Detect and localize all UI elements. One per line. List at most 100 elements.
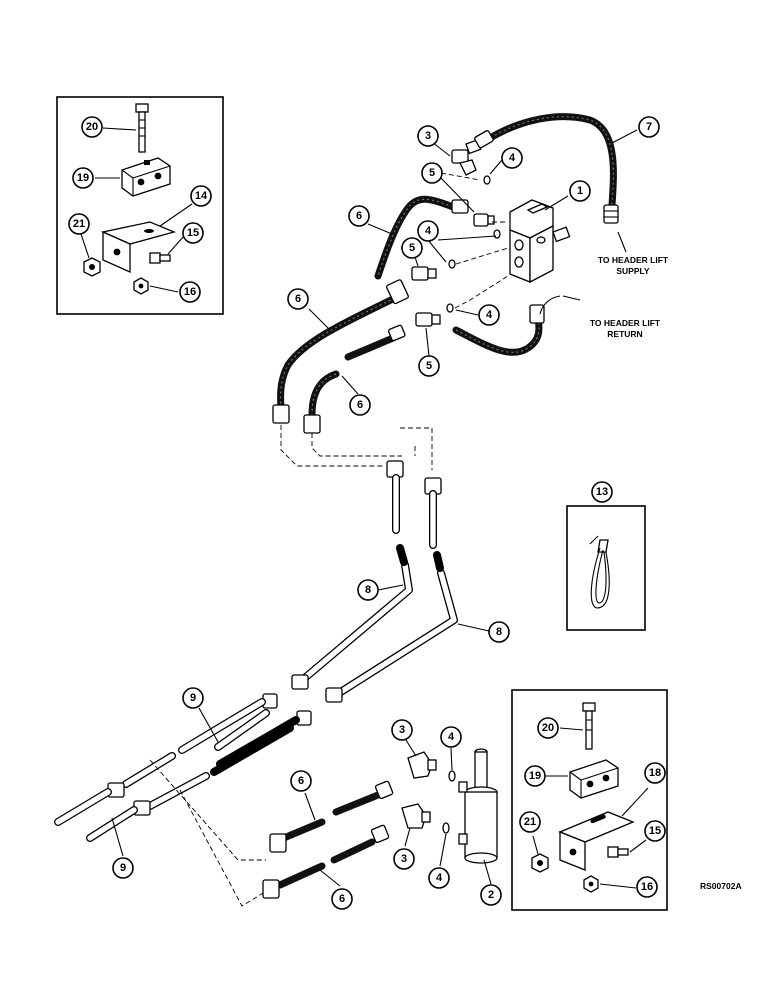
callout-16-top: 16 [179, 281, 201, 303]
leader-lines [111, 129, 638, 887]
callout-19-bottom: 19 [524, 765, 546, 787]
callout-14: 14 [190, 185, 212, 207]
hose-6-middle [272, 279, 409, 424]
svg-text:4: 4 [436, 872, 443, 884]
tie-strap-13 [589, 535, 610, 609]
svg-text:18: 18 [649, 767, 661, 779]
svg-text:5: 5 [426, 360, 432, 372]
callout-15-bottom: 15 [644, 820, 666, 842]
clamp-block-19-b [569, 759, 619, 799]
svg-text:6: 6 [357, 399, 363, 411]
svg-text:19: 19 [77, 172, 89, 184]
svg-text:8: 8 [496, 626, 502, 638]
svg-text:5: 5 [429, 167, 435, 179]
valve-assembly [272, 113, 619, 470]
bracket-18 [558, 811, 635, 871]
callout-18: 18 [644, 762, 666, 784]
svg-text:20: 20 [86, 121, 98, 133]
svg-text:15: 15 [187, 227, 199, 239]
reference-code: RS00702A [700, 881, 742, 891]
callout-3-lower-a: 3 [391, 719, 413, 741]
svg-text:7: 7 [646, 121, 652, 133]
svg-text:16: 16 [641, 881, 653, 893]
callout-5-b: 5 [401, 237, 423, 259]
callout-8-a: 8 [357, 579, 379, 601]
callout-4-d: 4 [440, 726, 462, 748]
callout-6-lower-b: 6 [331, 888, 353, 910]
callout-8-b: 8 [488, 621, 510, 643]
callout-3-lower-b: 3 [393, 848, 415, 870]
svg-text:6: 6 [339, 893, 345, 905]
callout-19-top: 19 [72, 167, 94, 189]
callout-13: 13 [591, 481, 613, 503]
o-ring-4-d [446, 303, 454, 313]
callout-20-bottom: 20 [537, 717, 559, 739]
return-note-line2: RETURN [607, 329, 642, 339]
svg-text:8: 8 [365, 584, 371, 596]
callout-7: 7 [638, 116, 660, 138]
screw-15-b [607, 846, 629, 858]
svg-text:6: 6 [356, 210, 362, 222]
supply-note-line1: TO HEADER LIFT [598, 255, 669, 265]
bracket-14 [100, 221, 176, 274]
svg-text:3: 3 [399, 724, 405, 736]
svg-text:5: 5 [409, 242, 415, 254]
fitting-5-c [415, 312, 441, 327]
svg-text:20: 20 [542, 722, 554, 734]
svg-text:1: 1 [577, 185, 583, 197]
locknut-16 [133, 277, 149, 295]
callout-16-bottom: 16 [636, 876, 658, 898]
steel-tubes-9 [54, 693, 312, 907]
callout-3-top: 3 [417, 125, 439, 147]
callout-4-a: 4 [501, 147, 523, 169]
o-ring-4-b [493, 229, 501, 239]
hose-6-short [303, 324, 406, 434]
elbow-fitting-3-top [451, 139, 482, 176]
svg-text:4: 4 [448, 731, 455, 743]
svg-text:21: 21 [73, 218, 85, 230]
svg-text:14: 14 [195, 190, 208, 202]
relief-valve-1 [509, 199, 571, 284]
callout-6-short: 6 [349, 394, 371, 416]
hose-6-top [374, 195, 469, 280]
svg-text:4: 4 [425, 225, 432, 237]
svg-text:2: 2 [488, 889, 494, 901]
o-ring-4-c [448, 259, 456, 269]
svg-text:6: 6 [298, 775, 304, 787]
callout-4-c: 4 [478, 304, 500, 326]
o-ring-4-e [448, 770, 456, 782]
svg-text:3: 3 [425, 130, 431, 142]
return-note-line1: TO HEADER LIFT [590, 318, 661, 328]
callout-4-e: 4 [428, 867, 450, 889]
callout-15-top: 15 [182, 222, 204, 244]
callout-1: 1 [569, 180, 591, 202]
inset-tie-strap [566, 505, 646, 631]
nut-21-b [531, 853, 549, 873]
elbow-fitting-3-lower-b [401, 803, 431, 829]
supply-note-line2: SUPPLY [616, 266, 650, 276]
callout-6-lower-a: 6 [290, 770, 312, 792]
screw-15 [149, 252, 171, 264]
return-hose [452, 304, 545, 356]
lower-hoses [262, 780, 394, 899]
callout-21-top: 21 [68, 213, 90, 235]
elbow-fitting-3-lower-a [407, 751, 437, 779]
svg-text:19: 19 [529, 770, 541, 782]
hydraulic-cylinder-2 [458, 748, 498, 864]
callout-5-a: 5 [421, 162, 443, 184]
svg-text:9: 9 [190, 692, 196, 704]
o-ring-4-a [483, 175, 491, 185]
clamp-block-19 [121, 157, 171, 197]
svg-text:3: 3 [401, 853, 407, 865]
callout-2: 2 [480, 884, 502, 906]
callout-6-top: 6 [348, 205, 370, 227]
svg-text:13: 13 [596, 486, 608, 498]
callout-4-b: 4 [417, 220, 439, 242]
svg-text:16: 16 [184, 286, 196, 298]
nut-21 [83, 257, 101, 277]
svg-text:21: 21 [524, 816, 536, 828]
fitting-5-b [411, 266, 437, 281]
svg-text:6: 6 [295, 293, 301, 305]
steel-tubes-8 [291, 460, 458, 703]
fitting-5-a [473, 213, 495, 227]
